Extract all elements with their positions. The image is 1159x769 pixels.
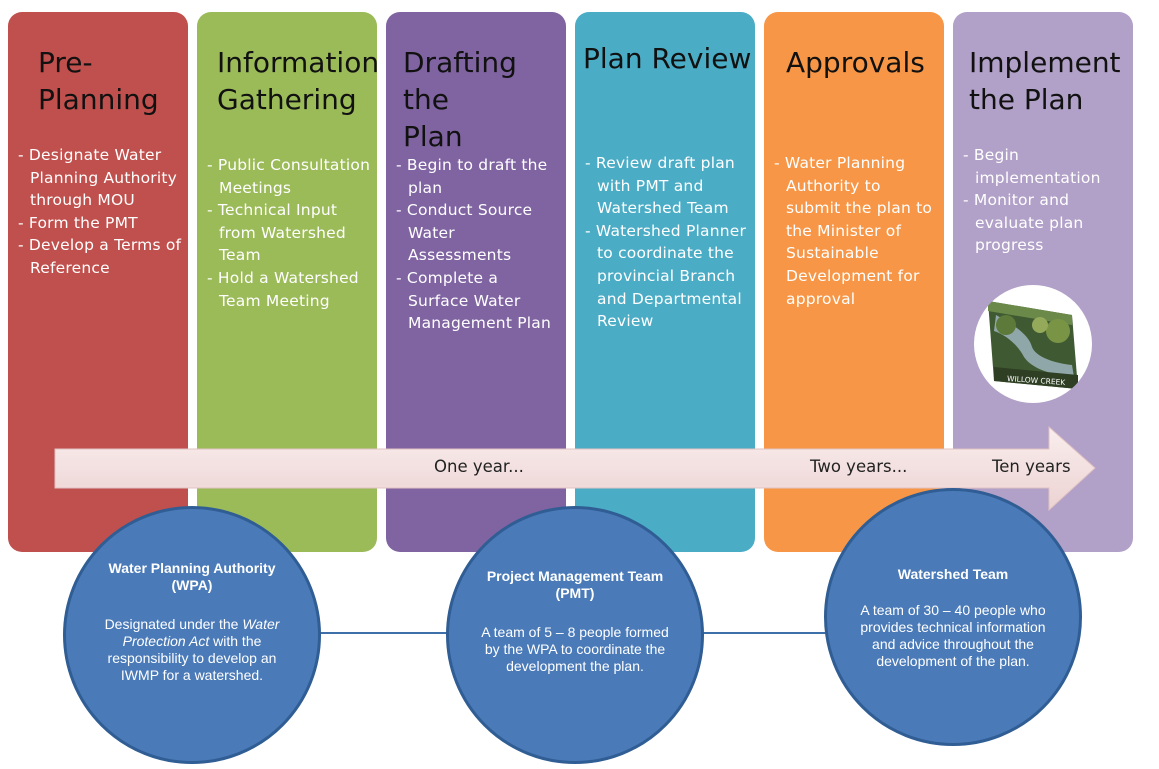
stage-item: Complete a Surface Water Management Plan (396, 267, 560, 335)
stage-title-text: Drafting the Plan (403, 46, 517, 153)
stage-title-text: Implement the Plan (969, 46, 1121, 116)
stage-items: Water Planning Authority to submit the p… (774, 152, 938, 310)
stage-item: Water Planning Authority to submit the p… (774, 152, 938, 310)
team-description-emphasis: Water Protection Act (122, 616, 280, 649)
stage-title-text: Information Gathering (217, 46, 380, 116)
stage-items: Begin to draft the plan Conduct Source W… (396, 154, 560, 335)
stage-plan-review: Plan Review Review draft plan with PMT a… (575, 12, 755, 552)
stage-information-gathering: Information Gathering Public Consultatio… (197, 12, 380, 552)
stage-item: Conduct Source Water Assessments (396, 199, 560, 267)
stage-title: Approvals (786, 44, 944, 81)
team-name: Water Planning Authority (WPA) (108, 560, 276, 593)
stage-title: Pre- Planning (38, 44, 188, 118)
stage-items: Public Consultation Meetings Technical I… (207, 154, 371, 312)
team-description: A team of 30 – 40 people who provides te… (860, 602, 1046, 669)
stage-item: Designate Water Planning Authority throu… (18, 144, 182, 212)
book-cover-icon: WILLOW CREEK (988, 301, 1078, 389)
stage-title: Plan Review (583, 40, 755, 77)
timeline-label-ten-years: Ten years (992, 457, 1071, 476)
stage-item: Monitor and evaluate plan progress (963, 189, 1127, 257)
timeline-label-two-years: Two years... (810, 457, 908, 476)
willow-creek-image: WILLOW CREEK (974, 285, 1092, 403)
team-description-text: Designated under the (104, 616, 243, 632)
stage-title: Information Gathering (217, 44, 380, 118)
stage-item: Form the PMT (18, 212, 182, 235)
team-circle-watershed: Watershed Team A team of 30 – 40 people … (824, 488, 1082, 746)
stage-item: Public Consultation Meetings (207, 154, 371, 199)
stage-title: Implement the Plan (969, 44, 1133, 118)
stage-item: Review draft plan with PMT and Watershed… (585, 152, 749, 220)
stage-title-text: Pre- Planning (38, 46, 159, 116)
stage-item: Develop a Terms of Reference (18, 234, 182, 279)
stage-title-text: Plan Review (583, 42, 752, 75)
team-description-text: with the responsibility to develop an IW… (107, 633, 277, 683)
stage-item: Technical Input from Watershed Team (207, 199, 371, 267)
stage-items: Review draft plan with PMT and Watershed… (585, 152, 749, 333)
stage-items: Designate Water Planning Authority throu… (18, 144, 182, 280)
stage-item: Begin to draft the plan (396, 154, 560, 199)
team-circle-pmt: Project Management Team (PMT) A team of … (446, 506, 704, 764)
stage-items: Begin implementation Monitor and evaluat… (963, 144, 1127, 257)
stage-title-text: Approvals (786, 46, 925, 79)
stage-title: Drafting the Plan (403, 44, 566, 155)
book-caption: WILLOW CREEK (1007, 374, 1067, 387)
stage-item: Hold a Watershed Team Meeting (207, 267, 371, 312)
stage-pre-planning: Pre- Planning Designate Water Planning A… (8, 12, 188, 552)
team-description: Designated under the Water Protection Ac… (96, 616, 288, 684)
team-name: Watershed Team (897, 566, 1009, 582)
team-name: Project Management Team (PMT) (486, 568, 664, 601)
team-circle-wpa: Water Planning Authority (WPA) Designate… (63, 506, 321, 764)
stage-item: Watershed Planner to coordinate the prov… (585, 220, 749, 333)
connector-line (318, 632, 450, 634)
team-description: A team of 5 – 8 people formed by the WPA… (481, 624, 669, 674)
timeline-label-one-year: One year... (434, 457, 524, 476)
stage-item: Begin implementation (963, 144, 1127, 189)
connector-line (700, 632, 828, 634)
